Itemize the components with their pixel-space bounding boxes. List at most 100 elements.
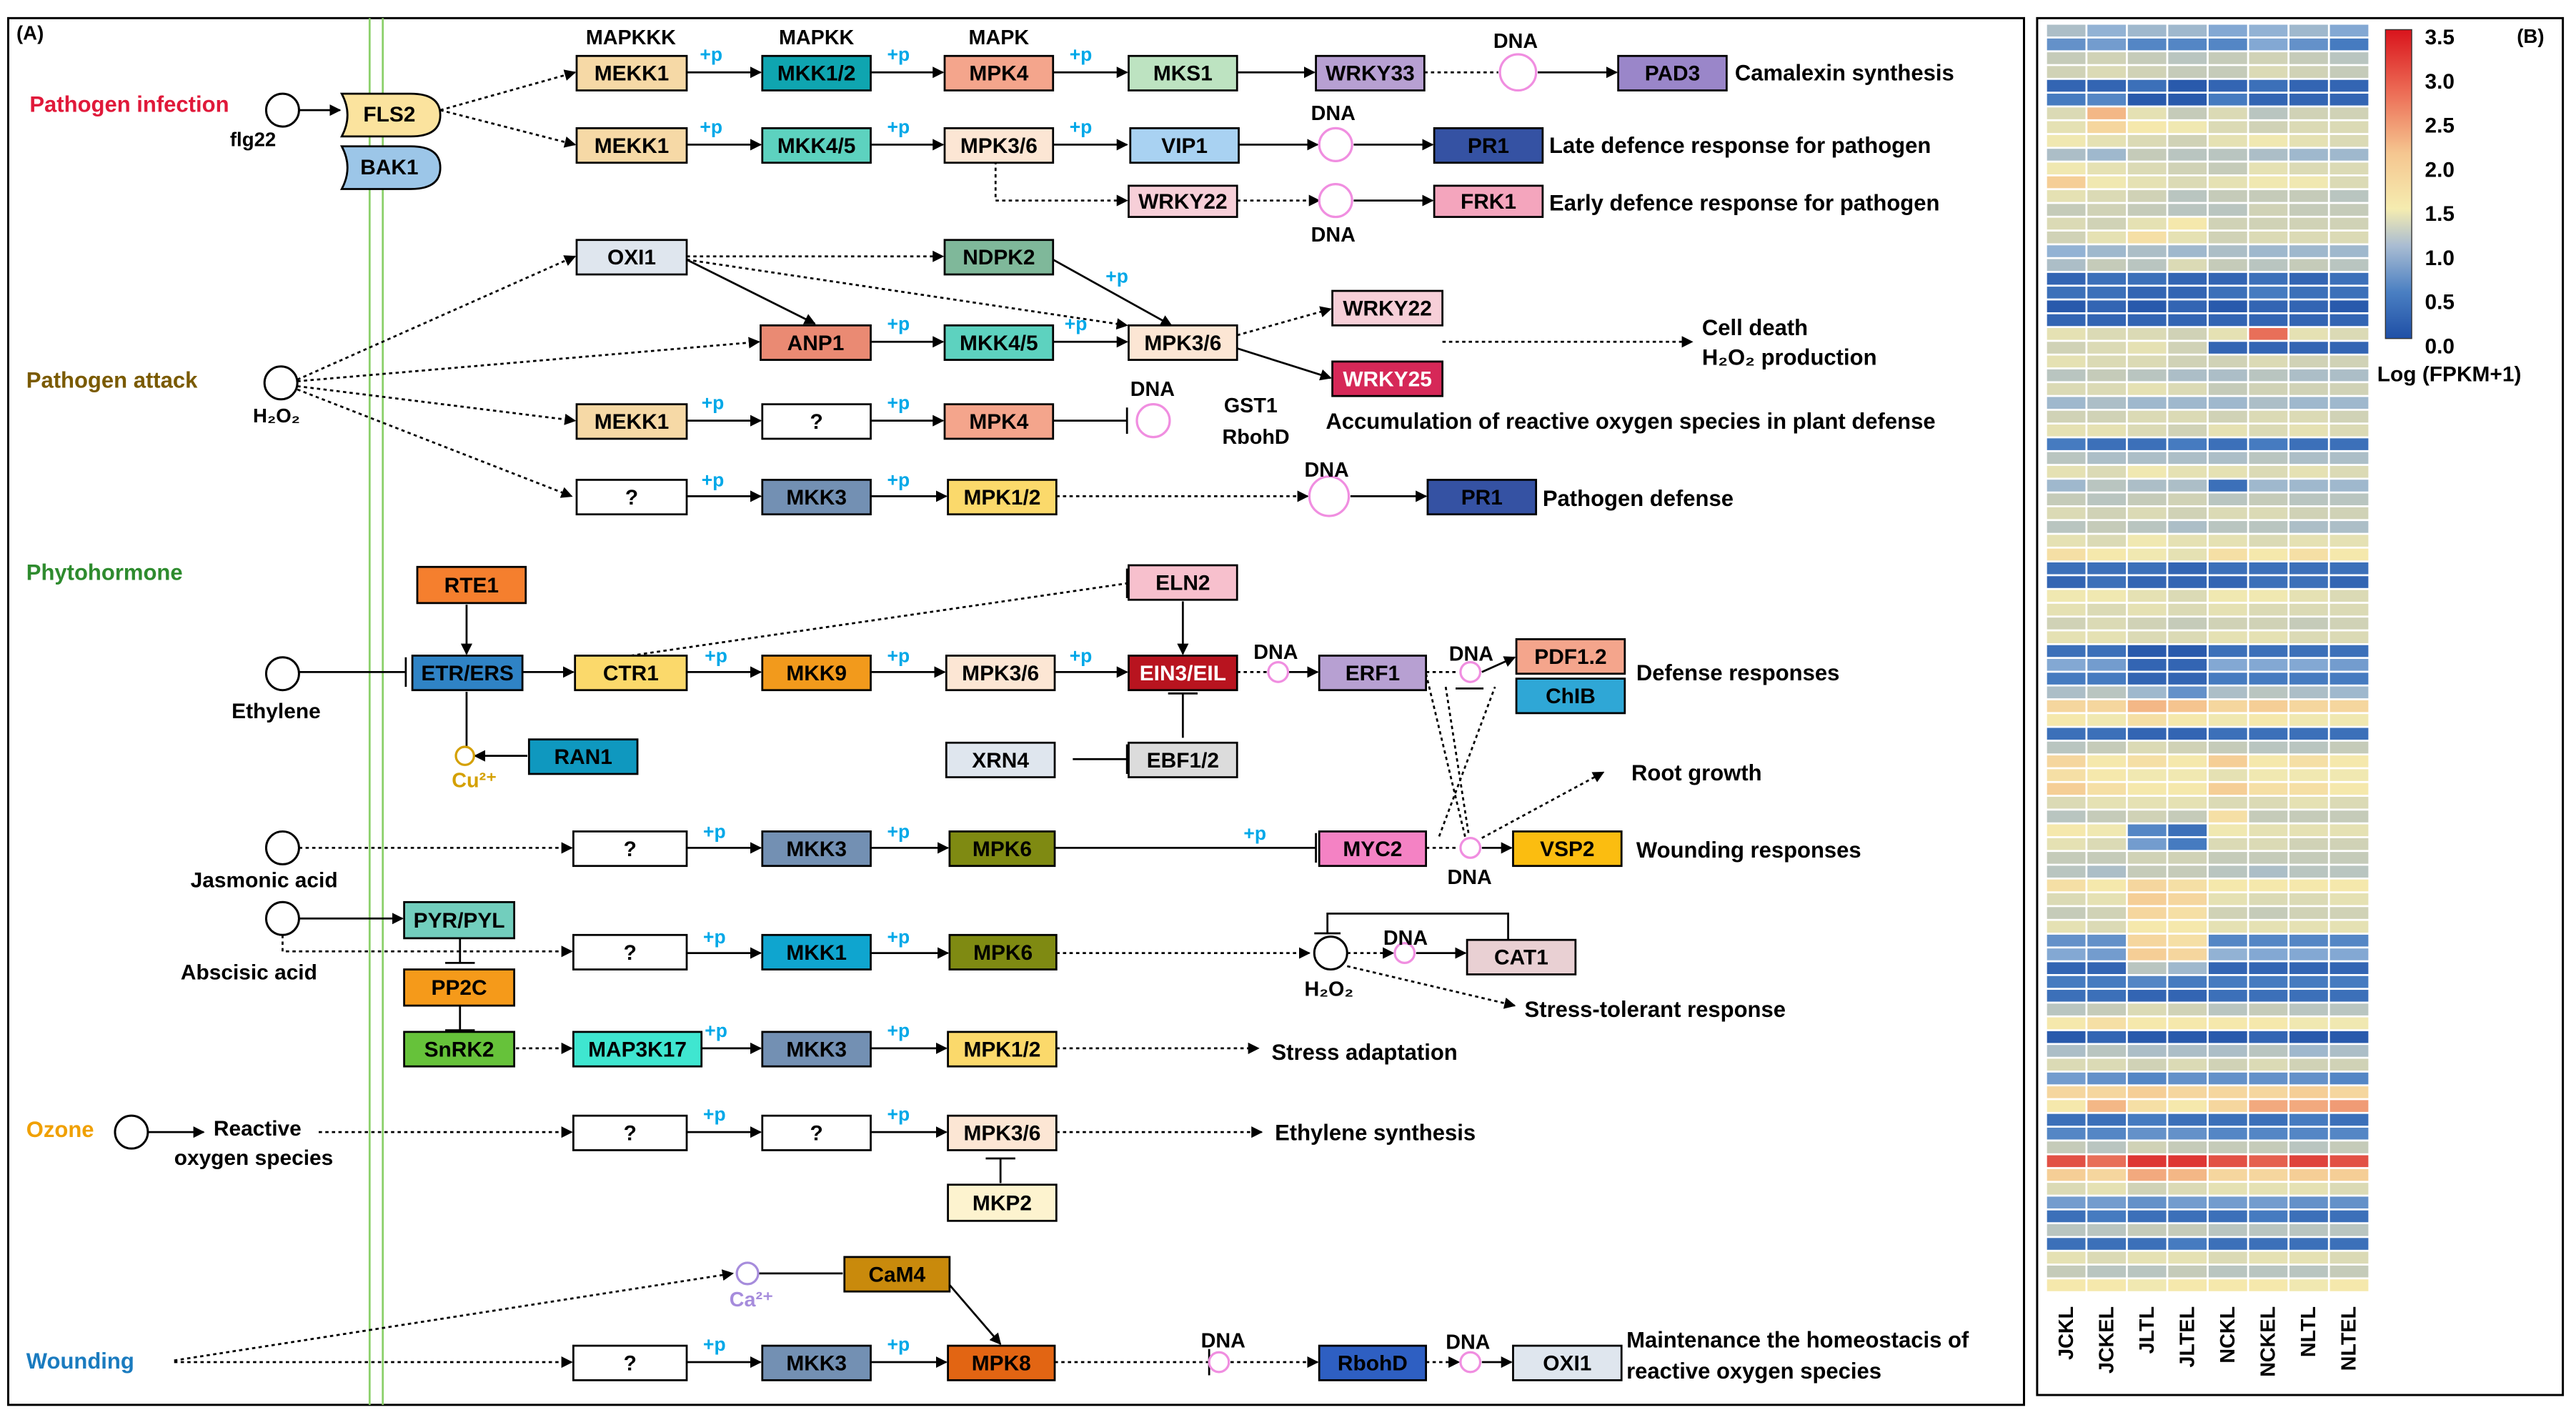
edge-to-stresstol [1346, 965, 1516, 1009]
heatmap-cell [2168, 1168, 2207, 1181]
heatmap-cell [2087, 24, 2127, 37]
heatmap-cell [2168, 217, 2207, 230]
heatmap-cell [2289, 176, 2328, 189]
node-xrn4: XRN4 [945, 741, 1056, 778]
outcome-camalexin: Camalexin synthesis [1735, 61, 1954, 86]
heatmap-cell [2127, 328, 2167, 340]
heatmap-cell [2329, 493, 2369, 506]
node-mpk8: MPK8 [947, 1344, 1056, 1381]
heatmap-cell [2168, 700, 2207, 713]
heatmap-cell [2127, 920, 2167, 933]
dna-circle [1459, 661, 1482, 683]
heatmap-cell [2168, 1210, 2207, 1223]
heatmap-cell [2289, 590, 2328, 602]
heatmap-cell [2168, 1238, 2207, 1250]
heatmap-cell [2329, 1251, 2369, 1264]
heatmap-cell [2047, 66, 2086, 78]
heatmap-cell [2329, 465, 2369, 478]
heatmap-cell [2249, 176, 2288, 189]
heatmap-cell [2127, 686, 2167, 699]
heatmap-cell [2087, 603, 2127, 616]
heatmap-cell [2087, 410, 2127, 423]
heatmap-cell [2208, 879, 2247, 892]
legend-tick: 3.0 [2425, 70, 2455, 94]
heatmap-cell [2329, 865, 2369, 878]
heatmap-cell [2249, 783, 2288, 795]
heatmap-cell [2168, 383, 2207, 395]
heatmap-cell [2127, 190, 2167, 202]
heatmap-cell [2289, 1003, 2328, 1016]
heatmap-cell [2249, 452, 2288, 465]
heatmap-cell [2208, 121, 2247, 134]
heatmap-cell [2087, 1017, 2127, 1030]
heatmap-cell [2208, 217, 2247, 230]
heatmap-cell [2127, 934, 2167, 947]
node-snrk2: SnRK2 [403, 1031, 515, 1068]
heatmap-cell [2289, 79, 2328, 92]
heatmap-cell [2249, 1031, 2288, 1043]
heatmap-cell [2168, 424, 2207, 437]
heatmap-cell [2249, 562, 2288, 575]
heatmap-cell [2087, 1058, 2127, 1071]
heatmap-cell [2249, 672, 2288, 685]
heatmap-cell [2289, 1031, 2328, 1043]
heatmap-cell [2047, 852, 2086, 864]
heatmap-cell [2127, 1045, 2167, 1057]
heatmap-cell [2127, 107, 2167, 119]
heatmap-cell [2168, 617, 2207, 630]
heatmap-cell [2047, 1127, 2086, 1140]
heatmap-cell [2208, 1168, 2247, 1181]
heatmap-cell [2329, 728, 2369, 740]
heatmap-cell [2047, 617, 2086, 630]
heatmap-cell [2047, 493, 2086, 506]
edge-h2o2-mekk1c [297, 385, 577, 425]
heatmap-cell [2249, 1113, 2288, 1126]
heatmap-cell [2329, 272, 2369, 285]
heatmap-cell [2168, 342, 2207, 354]
node-label: ? [624, 838, 637, 861]
heatmap-cell [2329, 397, 2369, 409]
heatmap-cell [2249, 24, 2288, 37]
heatmap-cell [2289, 1086, 2328, 1098]
heatmap-cell [2127, 79, 2167, 92]
heatmap-cell [2289, 369, 2328, 382]
heatmap-cell [2249, 300, 2288, 312]
cu-label: Cu²⁺ [452, 769, 497, 792]
heatmap-cell [2329, 1155, 2369, 1168]
plus-p: +p [705, 645, 727, 667]
heatmap-cell [2289, 1183, 2328, 1195]
heatmap-cell [2127, 452, 2167, 465]
heatmap-cell [2329, 1072, 2369, 1085]
heatmap-cell [2249, 1127, 2288, 1140]
node-box [943, 54, 1055, 91]
node-etr: ETR/ERS [411, 655, 524, 692]
gst1-label: GST1 [1224, 394, 1278, 417]
edge-cross-1 [1444, 686, 1470, 835]
node-box [1512, 1344, 1623, 1381]
heatmap-cell [2249, 728, 2288, 740]
h2o2-circle [1313, 935, 1348, 971]
plus-p: +p [1105, 266, 1128, 287]
heatmap-cell [2047, 1265, 2086, 1278]
heatmap-cell [2047, 796, 2086, 809]
heatmap-cell [2087, 824, 2127, 837]
node-label: ? [810, 410, 823, 434]
node-box [575, 403, 688, 440]
heatmap-cell [2249, 907, 2288, 919]
legend-title: Log (FPKM+1) [2377, 362, 2522, 386]
node-mkk45-a: MKK4/5 [761, 127, 872, 164]
heatmap-cell [2289, 38, 2328, 51]
stimulus-h2o2-label: H₂O₂ [253, 404, 300, 427]
heatmap-cell [2329, 810, 2369, 823]
heatmap-cell [2289, 204, 2328, 216]
heatmap-cell [2249, 962, 2288, 974]
heatmap-cell [2329, 287, 2369, 299]
node-mekk1-c: MEKK1 [575, 403, 688, 440]
plus-p: +p [887, 1103, 910, 1125]
node-label: MKK4/5 [777, 134, 856, 158]
stimulus-abscisic-label: Abscisic acid [181, 960, 317, 984]
heatmap-cell [2047, 590, 2086, 602]
heatmap-cell [2208, 66, 2247, 78]
dna-label: DNA [1446, 1331, 1490, 1354]
